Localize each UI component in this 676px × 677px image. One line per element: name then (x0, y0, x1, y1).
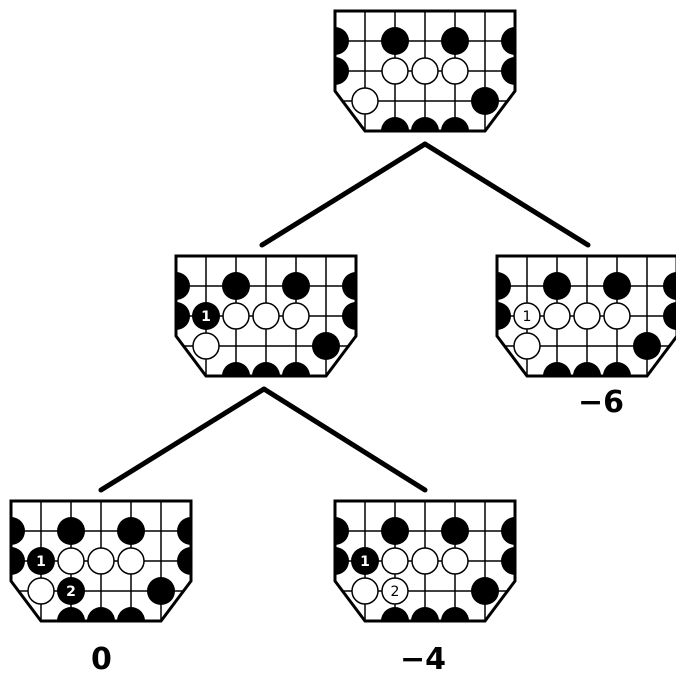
move-label-2: 2 (66, 584, 76, 600)
black-stone-move-2 (57, 577, 85, 605)
black-stone-move-1 (192, 302, 220, 330)
edge-root-right (422, 141, 591, 248)
edge-root-left (259, 141, 428, 248)
black-stone-move-1 (27, 547, 55, 575)
move-label-2: 2 (391, 584, 400, 600)
move-label-1: 1 (36, 554, 46, 570)
board-node-right-child: 1 (483, 256, 676, 390)
edge-left-leafleft (98, 386, 267, 493)
board-node-root (321, 11, 529, 145)
board-node-leaf-right: 1 2 (321, 501, 529, 635)
board-node-left-child: 1 (162, 256, 370, 390)
score-label-leaf-right: −4 (400, 642, 447, 677)
board-node-leaf-left: 1 2 (0, 501, 205, 635)
move-label-1: 1 (201, 309, 211, 325)
black-stone-move-1 (351, 547, 379, 575)
move-label-1: 1 (360, 554, 370, 570)
tree-edges (98, 141, 591, 493)
edge-left-leafright (261, 386, 428, 493)
score-label-right-child: −6 (578, 385, 625, 420)
move-label-1: 1 (523, 309, 532, 325)
score-label-leaf-left: 0 (91, 642, 112, 677)
white-stone-move-1 (513, 302, 541, 330)
white-stone-move-2 (381, 577, 409, 605)
